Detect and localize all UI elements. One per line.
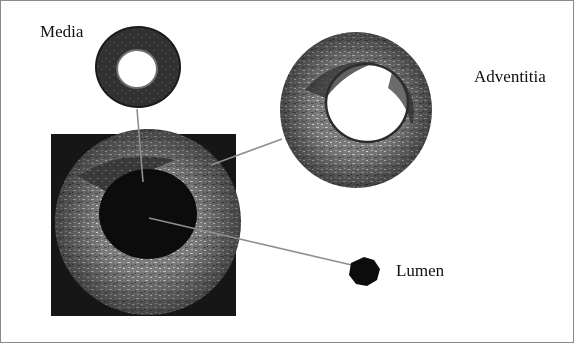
media-label: Media: [40, 22, 83, 42]
adventitia-label: Adventitia: [474, 67, 546, 87]
lumen-label: Lumen: [396, 261, 444, 281]
